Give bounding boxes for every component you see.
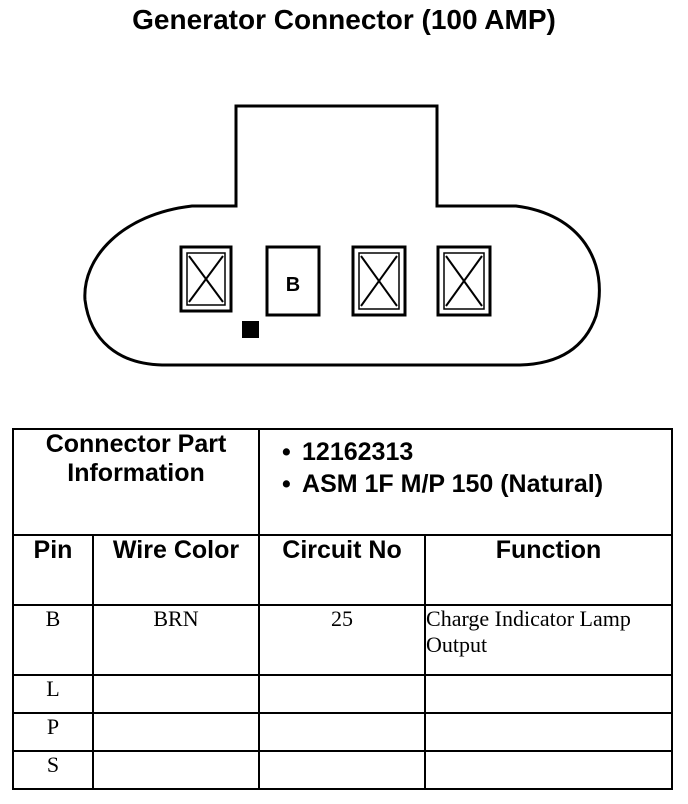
part-number: 12162313 — [282, 436, 671, 468]
pin-cell: L — [12, 674, 94, 714]
pin-cell: S — [12, 750, 94, 790]
cavity-1 — [179, 245, 233, 313]
wire-color-cell: BRN — [91, 604, 261, 676]
cavity-2: B — [265, 245, 321, 317]
circuit-cell — [258, 712, 427, 752]
header-function: Function — [424, 534, 674, 606]
connector-outline — [83, 104, 601, 367]
cavity-2-label: B — [286, 274, 300, 296]
circuit-cell — [258, 674, 427, 714]
connector-info-table: Connector Part Information 12162313 ASM … — [11, 428, 674, 790]
wire-color-cell — [91, 712, 261, 752]
cavity-4 — [436, 245, 492, 317]
cavity-3 — [351, 245, 407, 317]
circuit-cell — [258, 750, 427, 790]
function-cell: Charge Indicator Lamp Output — [424, 604, 674, 676]
connector-diagram: B — [83, 104, 601, 367]
header-row: Pin Wire Color Circuit No Function — [12, 534, 674, 606]
part-description: ASM 1F M/P 150 (Natural) — [282, 468, 671, 500]
table-row: S — [12, 750, 674, 790]
pin-cell: P — [12, 712, 94, 752]
diagram-title: Generator Connector (100 AMP) — [132, 4, 556, 35]
table-row: L — [12, 674, 674, 714]
part-info-label: Connector Part Information — [11, 428, 261, 536]
part-info-values: 12162313 ASM 1F M/P 150 (Natural) — [258, 428, 674, 536]
table-row: P — [12, 712, 674, 752]
function-cell — [424, 750, 674, 790]
pin-1-marker — [242, 321, 259, 338]
header-pin: Pin — [12, 534, 94, 606]
wire-color-cell — [91, 750, 261, 790]
table-row: B BRN 25 Charge Indicator Lamp Output — [12, 604, 674, 676]
header-circuit-no: Circuit No — [258, 534, 427, 606]
function-cell — [424, 712, 674, 752]
part-info-row: Connector Part Information 12162313 ASM … — [11, 428, 674, 536]
header-wire-color: Wire Color — [91, 534, 261, 606]
wire-color-cell — [91, 674, 261, 714]
pin-cell: B — [12, 604, 94, 676]
circuit-cell: 25 — [258, 604, 427, 676]
function-cell — [424, 674, 674, 714]
